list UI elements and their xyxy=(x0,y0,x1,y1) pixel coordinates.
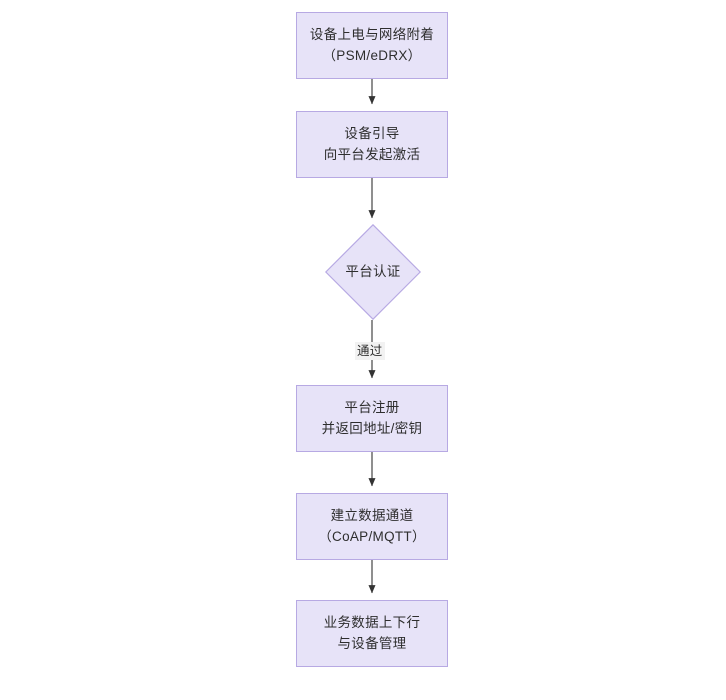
node-label-platform-register: 平台注册 并返回地址/密钥 xyxy=(321,399,423,436)
node-device-power-on[interactable]: 设备上电与网络附着 （PSM/eDRX） xyxy=(296,12,448,79)
edge-label-pass-text: 通过 xyxy=(357,344,383,358)
node-business-data-and-device-management[interactable]: 业务数据上下行 与设备管理 xyxy=(296,600,448,667)
node-label-establish-data-channel: 建立数据通道 （CoAP/MQTT） xyxy=(318,507,426,544)
node-label-business-data-and-device-management: 业务数据上下行 与设备管理 xyxy=(323,614,421,651)
edge-label-pass: 通过 xyxy=(355,342,385,361)
diamond-icon xyxy=(325,224,421,320)
node-establish-data-channel[interactable]: 建立数据通道 （CoAP/MQTT） xyxy=(296,493,448,560)
node-label-device-bootstrap: 设备引导 向平台发起激活 xyxy=(323,125,421,162)
node-platform-register[interactable]: 平台注册 并返回地址/密钥 xyxy=(296,385,448,452)
node-label-device-power-on: 设备上电与网络附着 （PSM/eDRX） xyxy=(309,26,435,63)
node-device-bootstrap[interactable]: 设备引导 向平台发起激活 xyxy=(296,111,448,178)
node-platform-auth-decision[interactable]: 平台认证 xyxy=(325,224,421,320)
node-label-platform-auth-decision: 平台认证 xyxy=(345,263,401,279)
